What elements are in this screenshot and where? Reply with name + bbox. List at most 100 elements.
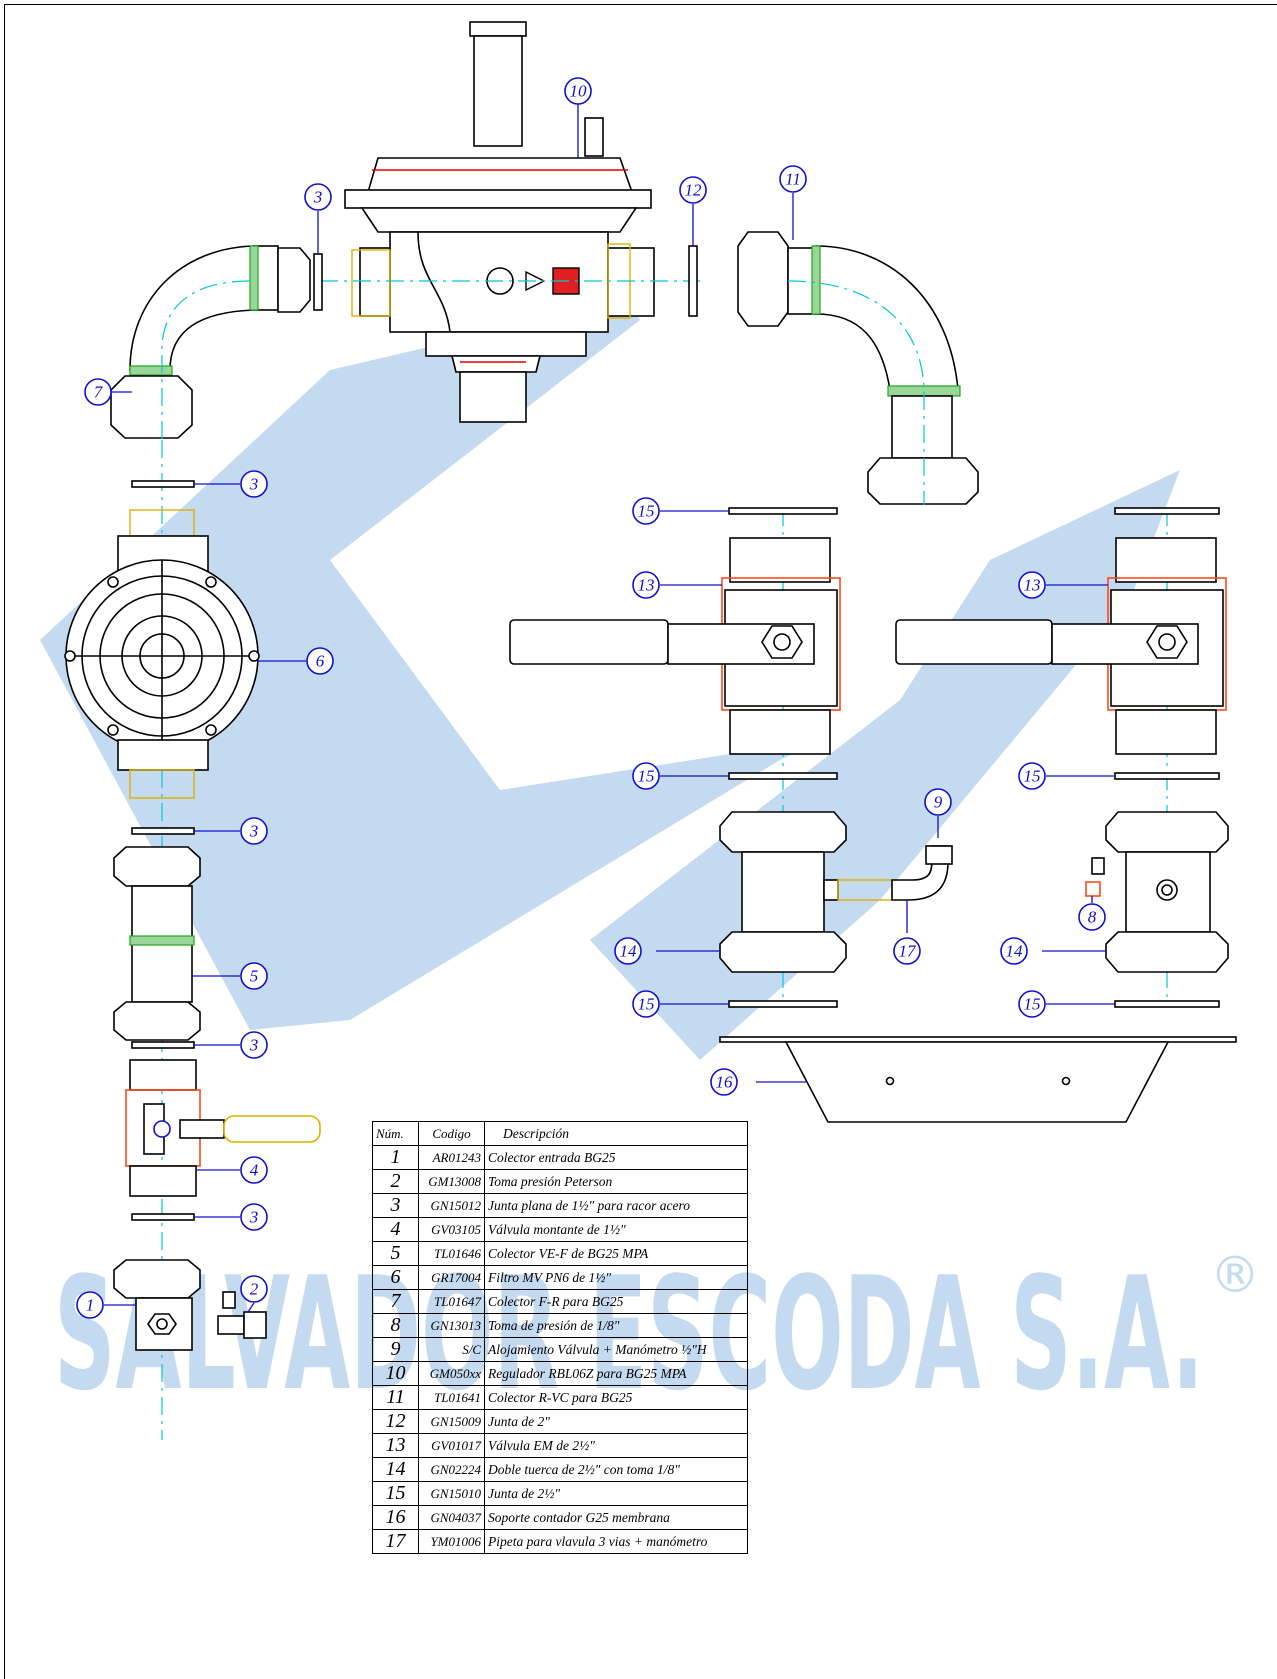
valve-13-left	[509, 507, 841, 780]
balloon-15-e: 15	[1018, 990, 1046, 1018]
row-code: GN04037	[418, 1505, 485, 1530]
row-code: TL01647	[418, 1289, 485, 1314]
regulator-upper-diaphragm	[366, 157, 634, 193]
double-nut-14-right	[1085, 811, 1229, 973]
balloon-4: 4	[240, 1156, 268, 1184]
row-num: 4	[372, 1217, 419, 1242]
valve-4	[125, 1059, 321, 1197]
double-nut-14-left	[719, 811, 953, 973]
balloon-3-d: 3	[240, 1031, 268, 1059]
gasket-15-e	[728, 1000, 838, 1008]
svg-text:3: 3	[313, 188, 323, 207]
row-desc: Regulador RBL06Z para BG25 MPA	[484, 1361, 748, 1386]
balloon-15-a: 15	[632, 497, 660, 525]
svg-text:13: 13	[1024, 576, 1041, 595]
row-num: 6	[372, 1265, 419, 1290]
balloon-15-b: 15	[632, 762, 660, 790]
row-desc: Válvula montante de 1½"	[484, 1217, 748, 1242]
regulator-spring-housing	[473, 35, 523, 147]
row-num: 2	[372, 1169, 419, 1194]
svg-text:3: 3	[249, 1036, 259, 1055]
row-desc: Soporte contador G25 membrana	[484, 1505, 748, 1530]
row-desc: Alojamiento Válvula + Manómetro ½"H	[484, 1337, 748, 1362]
row-desc: Colector R-VC para BG25	[484, 1385, 748, 1410]
balloon-14-right: 14	[1000, 937, 1028, 965]
gasket-3-c	[131, 827, 195, 835]
gasket-3-top	[313, 253, 323, 311]
row-code: YM01006	[418, 1529, 485, 1554]
row-code: GM050xx	[418, 1361, 485, 1386]
svg-text:16: 16	[716, 1073, 734, 1092]
valve-13-right-handle	[895, 619, 1053, 665]
balloon-11: 11	[779, 165, 807, 193]
svg-text:6: 6	[316, 652, 325, 671]
gasket-15-a	[728, 507, 838, 515]
balloon-14-left: 14	[614, 937, 642, 965]
regulator-vent	[459, 371, 527, 423]
regulator	[344, 21, 655, 423]
row-code: TL01641	[418, 1385, 485, 1410]
meter-support-16	[719, 1036, 1237, 1123]
elbow-11-bottom-nut	[867, 457, 979, 505]
row-num: 16	[372, 1505, 419, 1530]
row-code: GV01017	[418, 1433, 485, 1458]
svg-text:15: 15	[638, 995, 655, 1014]
regulator-lower-flange	[425, 331, 587, 357]
balloon-15-c: 15	[1018, 762, 1046, 790]
gasket-15-f	[1114, 1000, 1220, 1008]
header-num: Núm.	[372, 1121, 419, 1146]
row-code: GR17004	[418, 1265, 485, 1290]
gasket-15-c	[1114, 507, 1220, 515]
balloon-15-d: 15	[632, 990, 660, 1018]
balloon-3-b: 3	[240, 470, 268, 498]
row-num: 14	[372, 1457, 419, 1482]
watermark-logo	[40, 300, 1180, 1060]
balloon-13-left: 13	[632, 571, 660, 599]
balloon-10: 10	[564, 77, 592, 105]
row-code: GN15012	[418, 1193, 485, 1218]
svg-text:3: 3	[249, 475, 259, 494]
row-num: 3	[372, 1193, 419, 1218]
svg-text:5: 5	[250, 967, 259, 986]
svg-text:14: 14	[620, 942, 638, 961]
valve-4-handle	[223, 1115, 321, 1143]
svg-text:1: 1	[86, 1296, 95, 1315]
balloon-17: 17	[893, 937, 921, 965]
row-desc: Válvula EM de 2½"	[484, 1433, 748, 1458]
row-num: 9	[372, 1337, 419, 1362]
header-code: Codigo	[418, 1121, 485, 1146]
balloon-3-top: 3	[304, 183, 332, 211]
row-desc: Junta plana de 1½" para racor acero	[484, 1193, 748, 1218]
gasket-3-d	[131, 1041, 195, 1049]
row-num: 8	[372, 1313, 419, 1338]
valve-13-left-handle	[509, 619, 669, 665]
drawing-frame	[4, 4, 1277, 1679]
gasket-15-b	[728, 772, 838, 780]
row-desc: Colector F-R para BG25	[484, 1289, 748, 1314]
row-desc: Colector entrada BG25	[484, 1145, 748, 1170]
svg-text:14: 14	[1006, 942, 1024, 961]
svg-text:7: 7	[94, 383, 104, 402]
elbow-7	[110, 245, 311, 440]
svg-text:11: 11	[785, 170, 801, 189]
svg-text:3: 3	[249, 822, 259, 841]
balloon-6: 6	[306, 647, 334, 675]
row-desc: Doble tuerca de 2½" con toma 1/8"	[484, 1457, 748, 1482]
svg-text:2: 2	[250, 1280, 259, 1299]
svg-text:3: 3	[249, 1208, 259, 1227]
row-desc: Filtro MV PN6 de 1½"	[484, 1265, 748, 1290]
filter-6	[64, 509, 260, 799]
svg-text:15: 15	[638, 502, 655, 521]
row-desc: Pipeta para vlavula 3 vias + manómetro	[484, 1529, 748, 1554]
balloon-1: 1	[76, 1291, 104, 1319]
